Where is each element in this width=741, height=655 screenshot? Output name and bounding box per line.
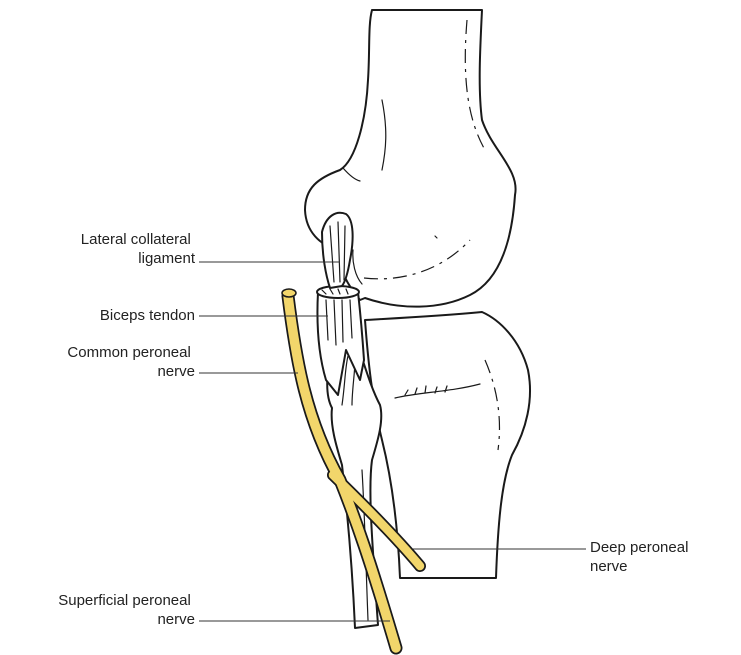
common-peroneal-nerve-label: Common peroneal nerve (67, 344, 195, 380)
superficial-peroneal-nerve-label: Superficial peroneal nerve (58, 592, 195, 628)
lateral-collateral-ligament-label: Lateral collateral ligament (81, 231, 196, 267)
biceps-tendon-label: Biceps tendon (100, 307, 195, 324)
deep-peroneal-nerve-label: Deep peroneal nerve (590, 539, 693, 575)
common-peroneal-nerve-cut-end (282, 289, 296, 297)
